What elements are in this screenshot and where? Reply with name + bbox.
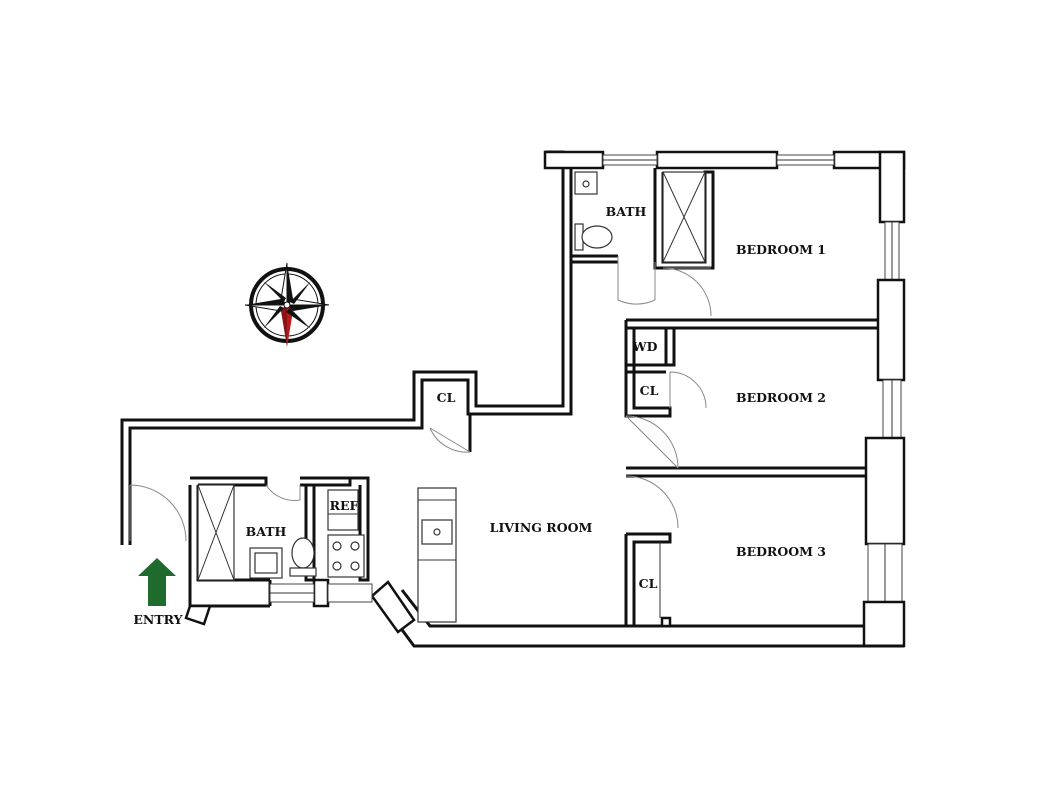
room-label-ref: REF	[330, 498, 359, 513]
room-labels: BATH BEDROOM 1 WD CL BEDROOM 2 CL LIVING…	[133, 204, 826, 627]
stove-icon	[327, 534, 365, 578]
compass-rose-icon	[244, 262, 330, 347]
room-label-cl-bed3: CL	[639, 576, 658, 591]
room-label-wd: WD	[632, 339, 658, 354]
sink-icon	[421, 519, 453, 545]
entry-door	[129, 484, 187, 542]
room-label-cl-bed2: CL	[640, 383, 659, 398]
refrigerator-icon	[327, 489, 359, 531]
cl-hall-door	[429, 427, 471, 453]
room-label-bedroom3: BEDROOM 3	[736, 544, 826, 559]
room-label-living-room: LIVING ROOM	[490, 520, 593, 535]
bedroom3-door	[625, 475, 679, 529]
toilet-icon	[291, 537, 315, 569]
room-label-bath-left: BATH	[246, 524, 287, 539]
room-label-bath-top: BATH	[606, 204, 647, 219]
fixtures	[197, 171, 706, 623]
bath-left-door	[265, 484, 301, 501]
room-label-cl-hall: CL	[437, 390, 456, 405]
room-label-bedroom2: BEDROOM 2	[736, 390, 826, 405]
doors	[129, 256, 712, 618]
kitchen-counter	[417, 487, 457, 623]
bedroom1-door	[662, 267, 712, 317]
bedroom2-door	[625, 415, 679, 469]
bath-top-door	[617, 256, 656, 305]
up-arrow-icon	[138, 558, 176, 606]
entry-label: ENTRY	[133, 612, 183, 627]
cl-bed2-door	[669, 371, 707, 409]
room-label-bedroom1: BEDROOM 1	[736, 242, 826, 257]
